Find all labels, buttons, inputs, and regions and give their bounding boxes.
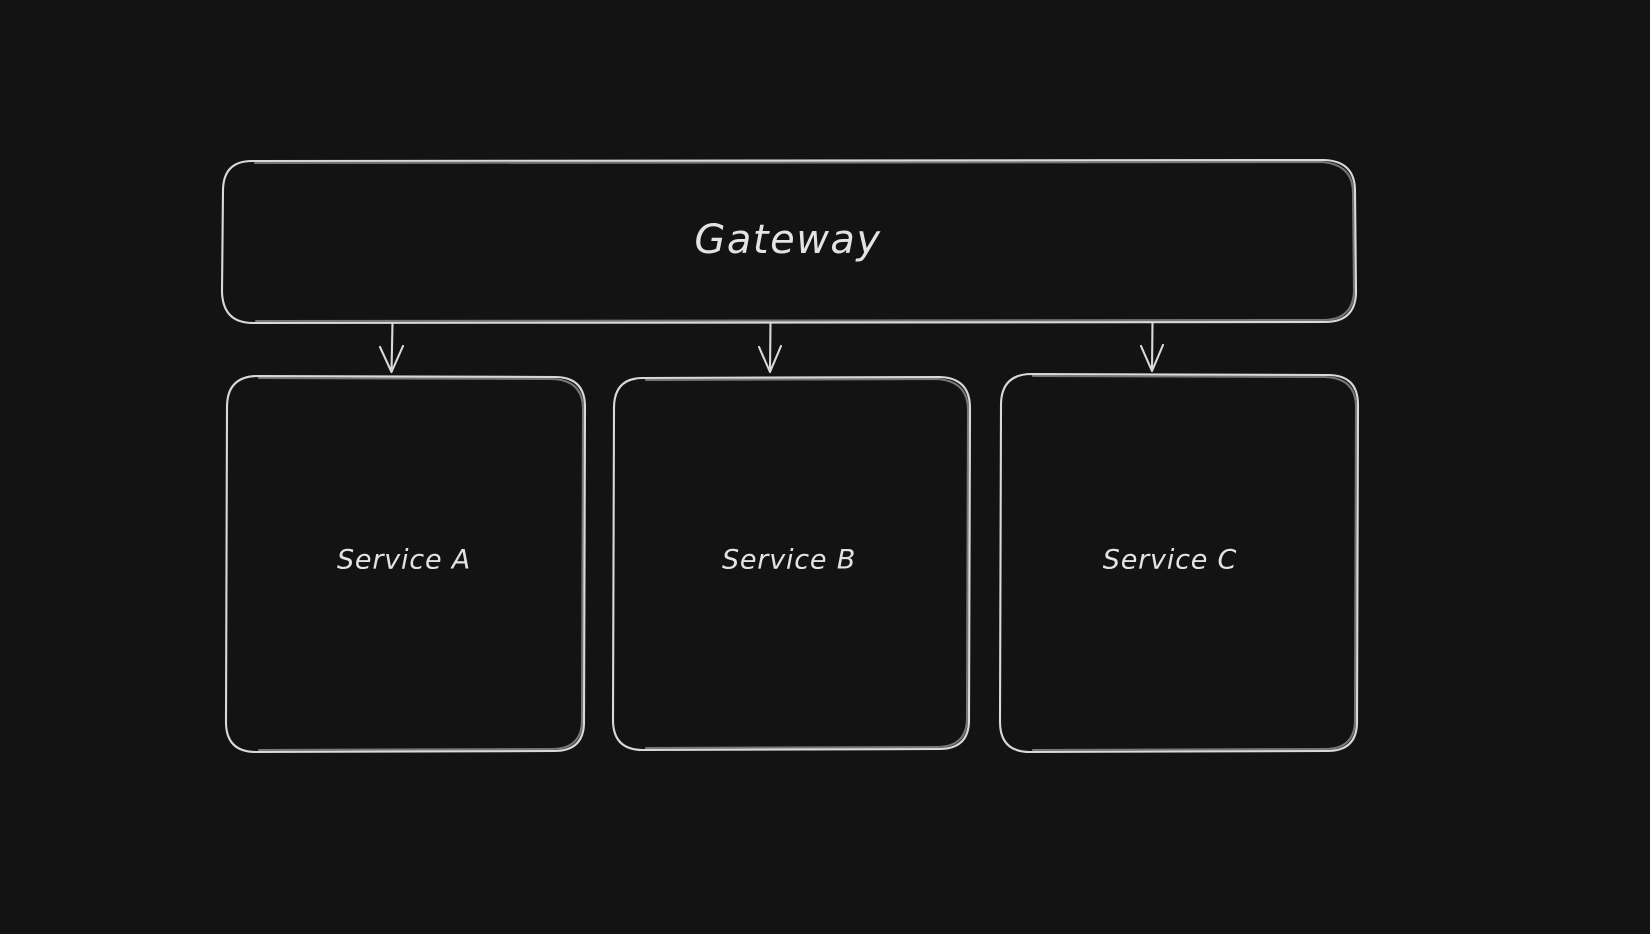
node-service-c[interactable] <box>998 372 1360 754</box>
edge-gateway-to-service-a[interactable] <box>378 321 405 374</box>
gateway-shape-outline <box>220 158 1358 325</box>
gateway-shape-sketch <box>253 160 1356 323</box>
edge-gateway-to-service-b-line <box>768 321 772 373</box>
node-label-service-c: Service C <box>1102 544 1238 576</box>
edge-gateway-to-service-a-arrowhead <box>378 344 405 374</box>
node-label-service-b: Service B <box>721 544 857 576</box>
edge-gateway-to-service-c-line <box>1150 321 1154 372</box>
node-label-gateway: Gateway <box>694 217 882 263</box>
edge-gateway-to-service-a-line <box>390 321 394 373</box>
edge-gateway-to-service-b[interactable] <box>757 321 783 374</box>
service-a-shape-outline <box>224 374 587 754</box>
service-b-shape-outline <box>611 375 972 752</box>
node-service-a[interactable] <box>224 374 587 754</box>
node-service-b[interactable] <box>611 375 972 752</box>
edge-gateway-to-service-b-arrowhead <box>757 344 783 374</box>
service-b-shape-sketch <box>644 377 970 750</box>
service-a-shape-sketch <box>257 376 585 752</box>
node-label-service-a: Service A <box>336 544 472 576</box>
edge-gateway-to-service-c[interactable] <box>1139 321 1165 373</box>
edge-gateway-to-service-c-arrowhead <box>1139 343 1165 373</box>
service-c-shape-sketch <box>1031 374 1358 752</box>
service-c-shape-outline <box>998 372 1360 754</box>
node-gateway[interactable] <box>220 158 1358 325</box>
